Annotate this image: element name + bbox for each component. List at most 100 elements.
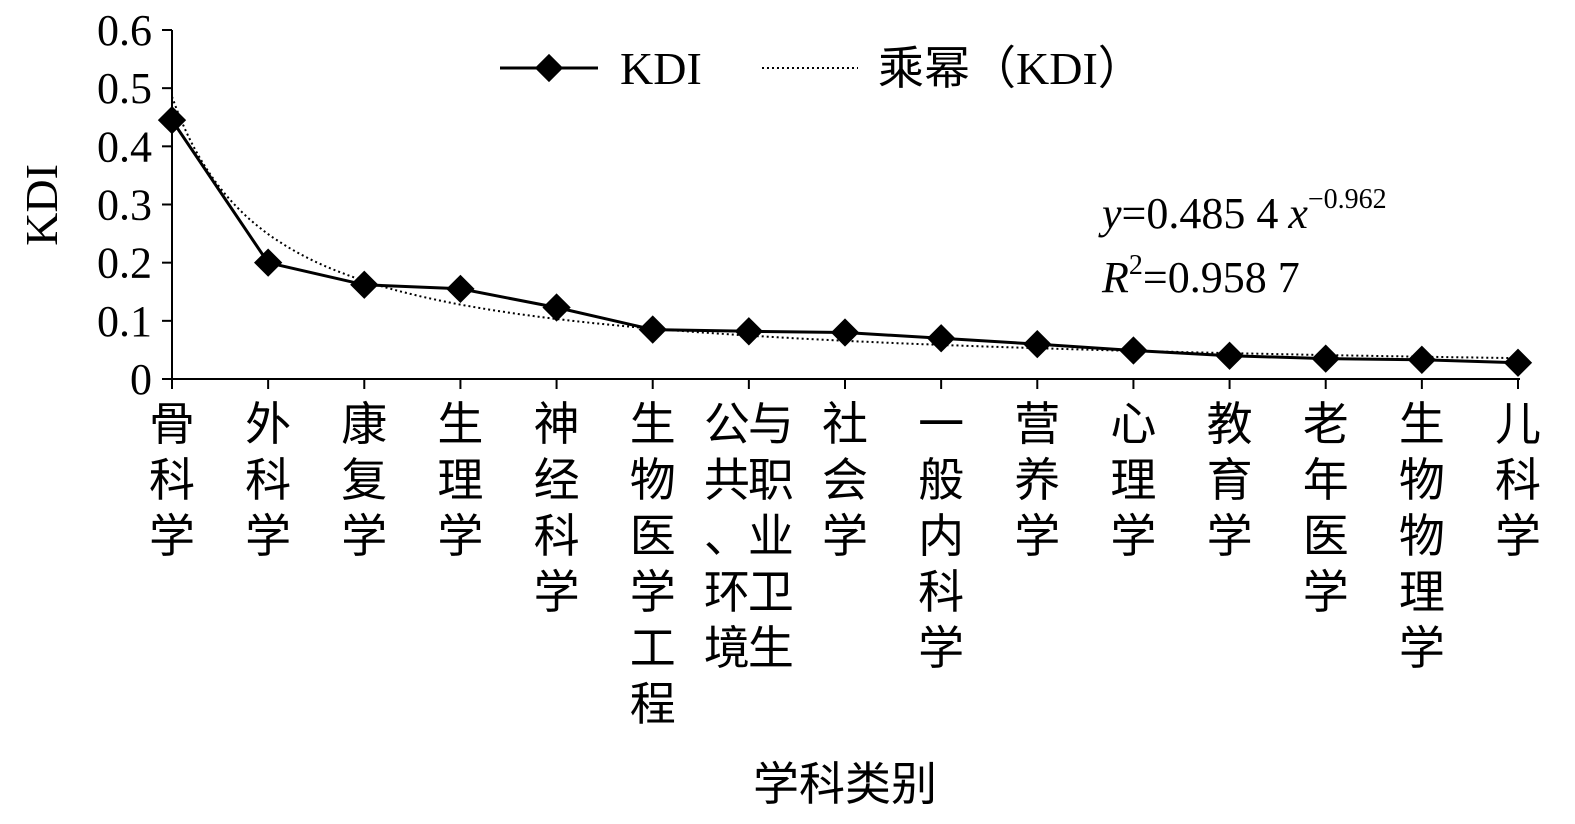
category-label: 生理学 (437, 399, 483, 562)
category-char: 学 (149, 511, 195, 562)
category-char: 医 (630, 511, 676, 562)
kdi-marker (542, 293, 571, 322)
eq-x-var: x (1287, 189, 1308, 238)
category-label: 外科学 (245, 399, 291, 562)
category-char: 外 (245, 399, 291, 450)
category-char: 环 (704, 567, 750, 618)
category-char: 学 (1110, 511, 1156, 562)
kdi-marker (157, 106, 187, 135)
category-char: 学 (1303, 567, 1349, 618)
category-char: 物 (1399, 455, 1445, 506)
category-char: 经 (534, 455, 580, 506)
category-char: 内 (918, 511, 964, 562)
category-char: 科 (534, 511, 580, 562)
y-tick-label: 0.3 (97, 181, 152, 230)
category-char: 境 (704, 623, 750, 674)
category-char: 生 (630, 399, 676, 450)
category-char: 社 (822, 399, 868, 450)
category-char: 医 (1303, 511, 1349, 562)
eq-y-var: y (1098, 189, 1122, 238)
category-char: 神 (534, 399, 580, 450)
category-char: 养 (1014, 455, 1060, 506)
kdi-marker (1311, 344, 1340, 373)
category-char: 学 (918, 623, 964, 674)
kdi-marker (734, 317, 763, 346)
category-char: 教 (1207, 399, 1253, 450)
category-char: 物 (1399, 511, 1445, 562)
category-char: 程 (630, 679, 676, 730)
y-tick-label: 0.2 (97, 239, 152, 288)
category-char: 一 (918, 399, 964, 450)
x-axis-title: 学科类别 (753, 759, 937, 810)
category-label: 社会学 (822, 399, 868, 562)
legend: KDI 乘幂（KDI） (500, 43, 1144, 94)
category-char: 学 (630, 567, 676, 618)
category-char: 业 (748, 511, 794, 562)
category-label: 康复学 (341, 399, 387, 562)
category-char: 科 (149, 455, 195, 506)
category-char: 骨 (149, 399, 195, 450)
category-char: 理 (1399, 567, 1445, 618)
category-char: 学 (1014, 511, 1060, 562)
category-char: 职 (748, 455, 794, 506)
legend-kdi-label: KDI (620, 43, 702, 94)
kdi-marker (254, 248, 283, 277)
kdi-marker (638, 315, 667, 344)
kdi-marker (1215, 341, 1244, 370)
category-char: 物 (630, 455, 676, 506)
y-axis: 00.10.20.30.40.50.6 (97, 6, 173, 404)
category-char: 卫 (748, 567, 794, 618)
category-char: 复 (341, 455, 387, 506)
category-char: 理 (1110, 455, 1156, 506)
category-char: 科 (1495, 455, 1541, 506)
category-label: 骨科学 (149, 399, 195, 562)
x-axis (171, 378, 1520, 389)
category-char: 理 (437, 455, 483, 506)
eq-exponent: −0.962 (1308, 184, 1387, 215)
category-char: 年 (1303, 455, 1349, 506)
category-char: 工 (630, 623, 676, 674)
category-char: 学 (822, 511, 868, 562)
category-char: 心 (1110, 399, 1156, 450)
svg-text:y=0.485 4x−0.962: y=0.485 4x−0.962 (1098, 184, 1387, 238)
eq-r-rest: =0.958 7 (1143, 253, 1300, 302)
category-label: 心理学 (1110, 399, 1156, 562)
y-tick-label: 0 (130, 355, 152, 404)
y-tick-label: 0.1 (97, 297, 152, 346)
category-char: 会 (822, 455, 868, 506)
kdi-marker (927, 324, 956, 353)
category-char: 科 (245, 455, 291, 506)
category-char: 学 (1207, 511, 1253, 562)
category-char: 生 (748, 623, 794, 674)
kdi-marker (830, 318, 860, 347)
category-char: 康 (341, 399, 387, 450)
category-char: 学 (1495, 511, 1541, 562)
legend-trend-label: 乘幂（KDI） (878, 43, 1144, 94)
power-trend-line (171, 96, 1518, 360)
category-label: 教育学 (1207, 399, 1253, 562)
y-tick-label: 0.4 (97, 122, 152, 171)
svg-text:R2=0.958 7: R2=0.958 7 (1101, 250, 1300, 302)
eq-rest: =0.485 4 (1122, 189, 1279, 238)
category-char: 学 (437, 511, 483, 562)
y-axis-title: KDI (16, 164, 67, 246)
category-char: 般 (918, 455, 964, 506)
category-char: 学 (341, 511, 387, 562)
kdi-marker (1407, 345, 1436, 374)
kdi-marker (1119, 336, 1148, 365)
y-tick-label: 0.6 (97, 6, 152, 55)
category-char: 儿 (1495, 399, 1541, 450)
kdi-series (157, 106, 1533, 377)
category-char: 育 (1207, 455, 1253, 506)
trend-line (171, 96, 1518, 360)
legend-kdi-marker (534, 53, 564, 83)
category-char: 学 (534, 567, 580, 618)
kdi-marker (1023, 329, 1052, 359)
category-char: 公 (704, 399, 750, 450)
